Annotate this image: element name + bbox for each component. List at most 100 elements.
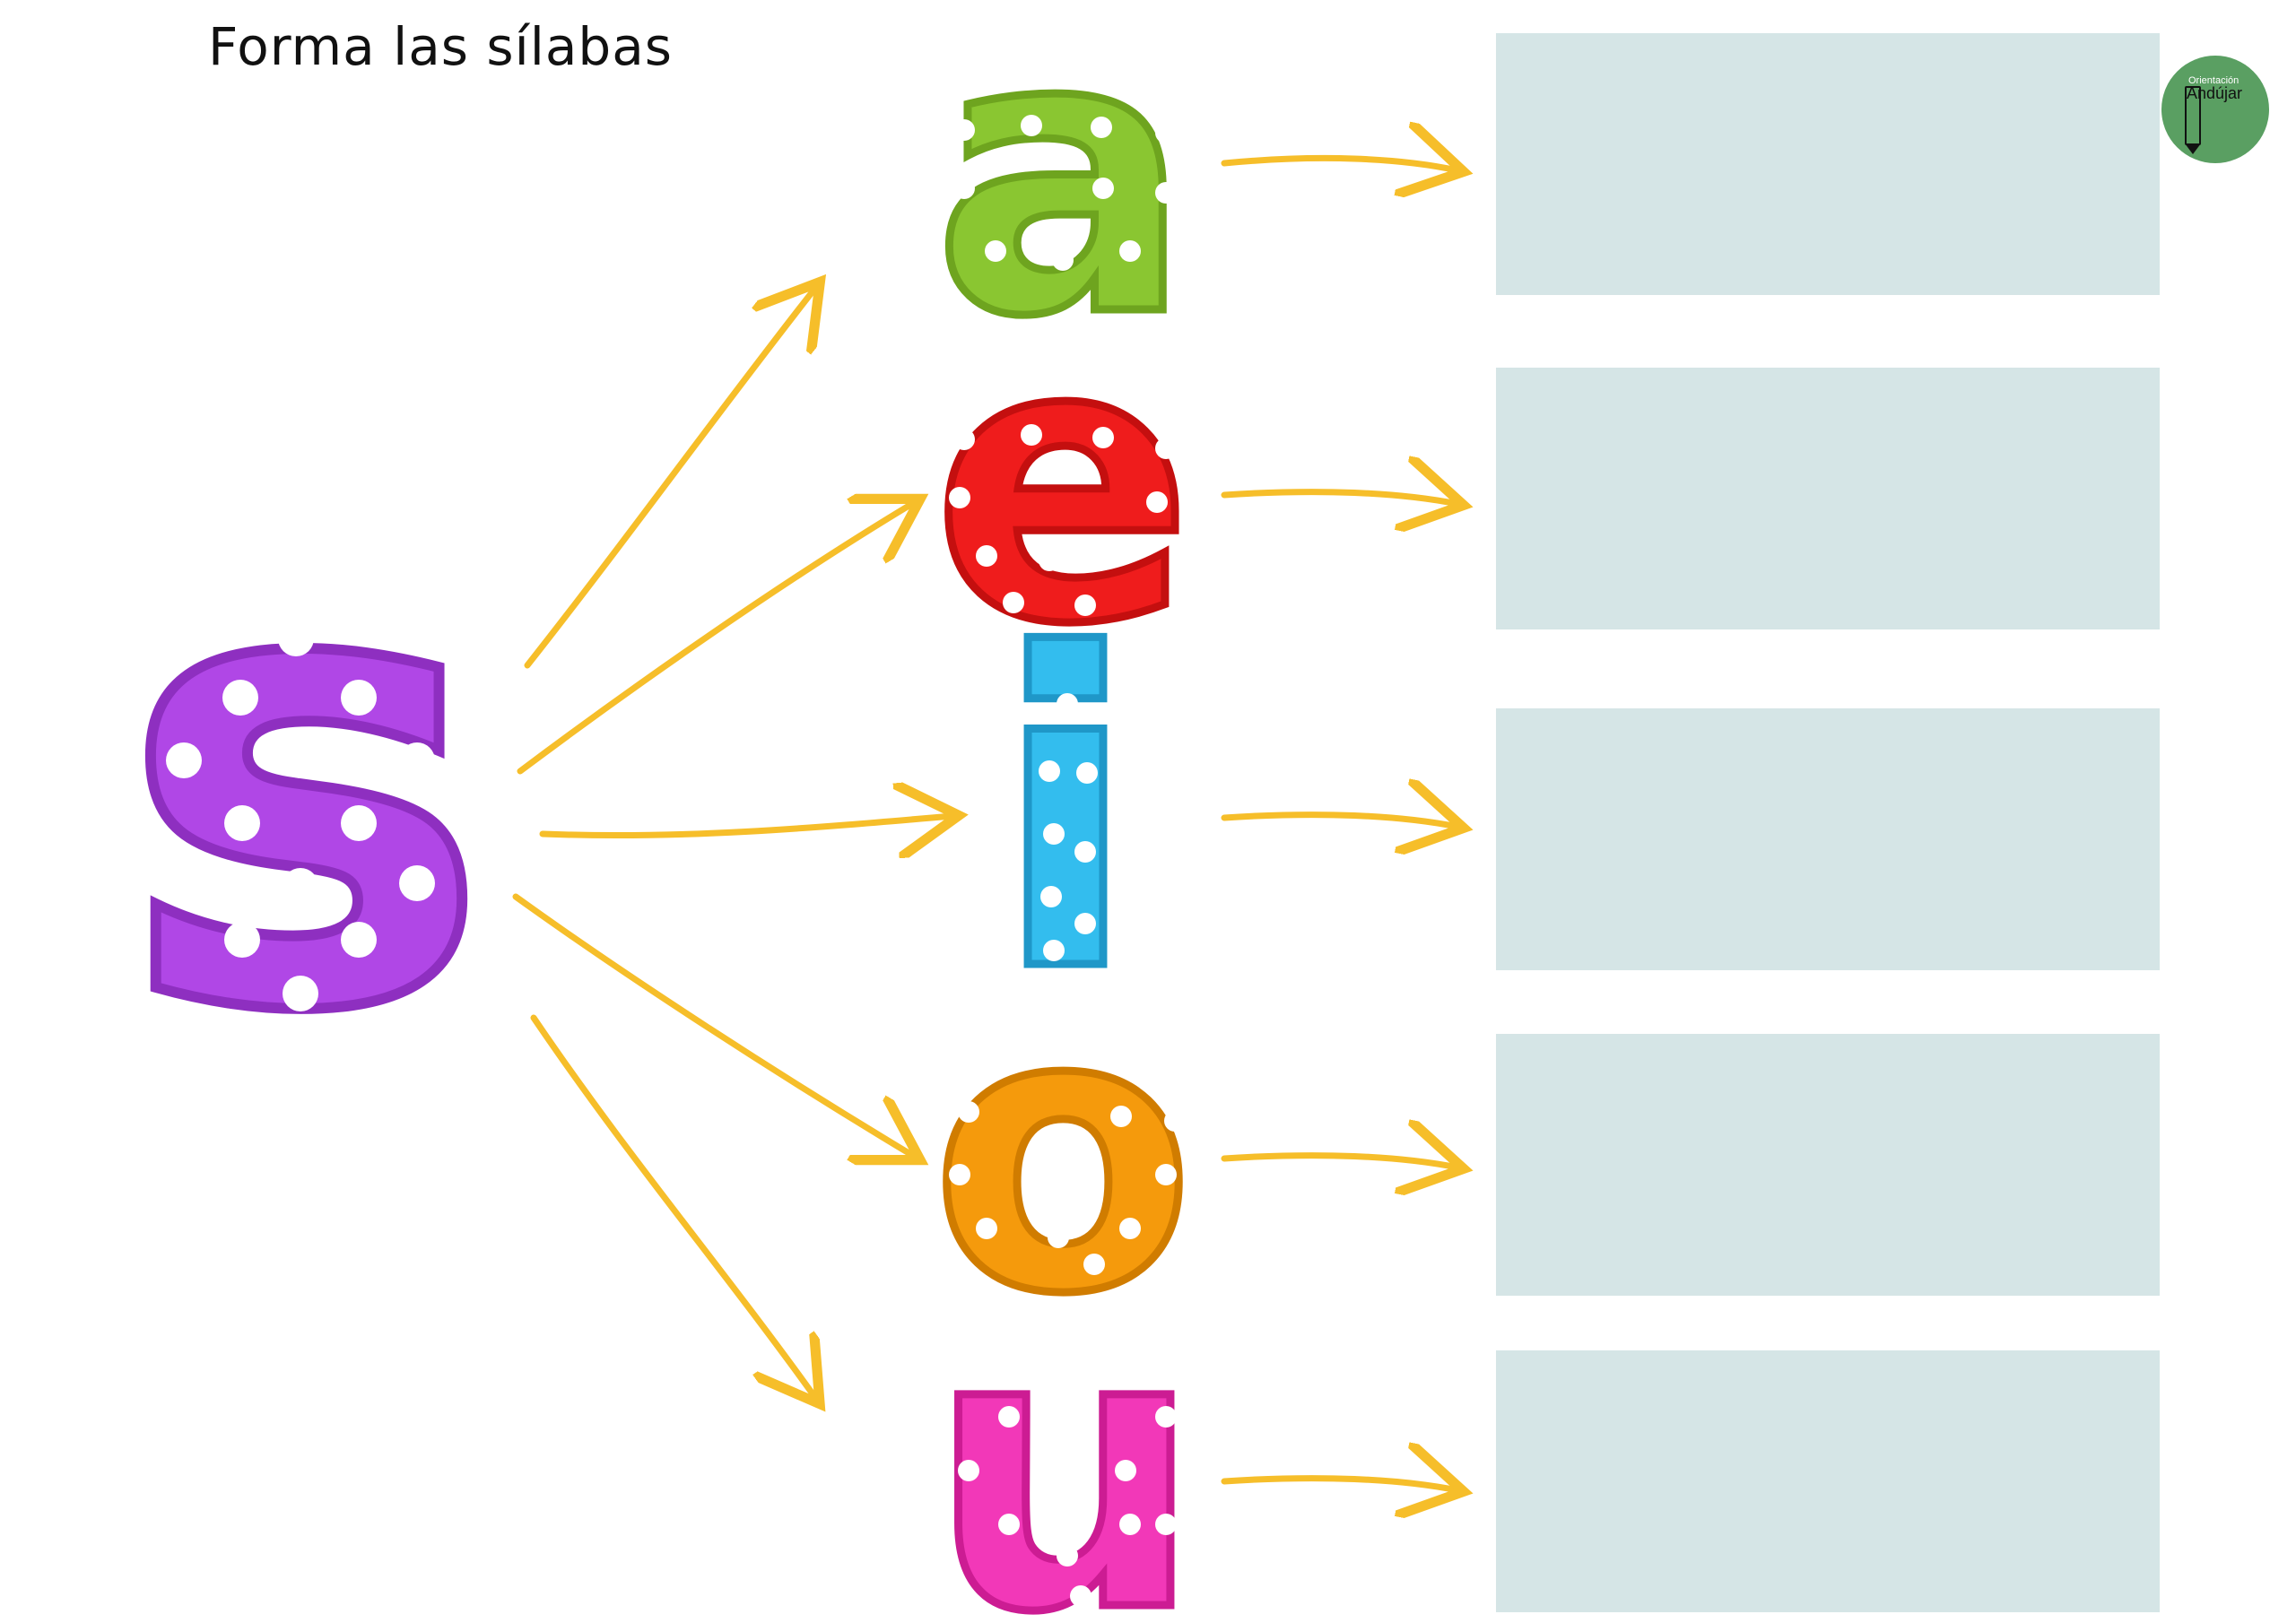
polka-dot (341, 805, 377, 841)
answer-box-4[interactable] (1496, 1034, 2160, 1296)
answer-arrows (1221, 158, 1457, 1490)
polka-dot (1155, 1164, 1177, 1185)
polka-dot (1065, 370, 1087, 392)
polka-dot (1021, 115, 1042, 136)
polka-dot (1083, 1254, 1105, 1275)
arrow-s-to-a (524, 287, 816, 669)
answer-box-3[interactable] (1496, 708, 2160, 970)
letter-i: i (992, 565, 1140, 1066)
answer-box-2[interactable] (1496, 368, 2160, 629)
polka-dot (976, 1218, 997, 1239)
polka-dot (958, 1361, 979, 1383)
polka-dot (1155, 438, 1177, 459)
arrow-e-to-box (1221, 492, 1457, 504)
polka-dot (399, 619, 435, 655)
arrow-o-to-box (1221, 1156, 1457, 1167)
polka-dot (1115, 1460, 1136, 1481)
polka-dot (976, 545, 997, 567)
polka-dot (1119, 1218, 1141, 1239)
polka-dot (1039, 550, 1060, 571)
polka-dot (399, 742, 435, 778)
polka-dot (222, 680, 258, 716)
polka-dot (998, 1514, 1020, 1535)
polka-dot (958, 1460, 979, 1481)
arrow-s-to-e (517, 502, 915, 775)
polka-dot (1040, 886, 1062, 907)
polka-dot (1155, 1406, 1177, 1428)
polka-dot (1003, 592, 1024, 613)
polka-dot (1003, 375, 1024, 396)
polka-dot (1003, 1047, 1024, 1069)
polka-dot (1076, 762, 1098, 784)
polka-dot (953, 178, 975, 199)
polka-dot (278, 621, 314, 656)
polka-dot (1057, 1545, 1078, 1567)
letter-o: o (930, 930, 1195, 1378)
polka-dot (958, 1101, 979, 1123)
fan-arrows (512, 287, 952, 1399)
letter-u: u (928, 1248, 1203, 1623)
polka-dot (1155, 182, 1177, 204)
letter-s: s (118, 418, 492, 1149)
polka-dot (224, 805, 260, 841)
arrow-u-to-box (1221, 1479, 1457, 1490)
polka-dot (1146, 491, 1168, 513)
polka-dot (1155, 1514, 1177, 1535)
polka-dot (953, 119, 975, 141)
answer-box-5[interactable] (1496, 1350, 2160, 1612)
polka-dot (1043, 823, 1065, 845)
polka-dot (224, 922, 260, 958)
polka-dot (283, 868, 318, 904)
logo: Orientación Andújar (2161, 56, 2269, 163)
polka-dot (1074, 841, 1096, 863)
polka-dot (1057, 693, 1078, 715)
polka-dot (166, 868, 202, 904)
arrow-a-to-box (1221, 158, 1457, 170)
polka-dot (1110, 1106, 1132, 1127)
arrow-s-to-o (512, 893, 915, 1157)
polka-dot (1119, 63, 1141, 84)
arrow-s-to-i (539, 816, 952, 836)
polka-dot (1070, 1585, 1091, 1607)
polka-dot (1155, 122, 1177, 143)
polka-dot (1074, 595, 1096, 616)
polka-dot (985, 240, 1006, 262)
polka-dots (166, 59, 1186, 1607)
polka-dot (998, 1406, 1020, 1428)
polka-dot (1119, 384, 1141, 405)
logo-line-1: Orientación (2188, 75, 2239, 86)
polka-dot (1092, 427, 1114, 448)
polka-dot (166, 742, 202, 778)
polka-dot (1039, 760, 1060, 782)
polka-dot (949, 1164, 970, 1185)
polka-dot (341, 922, 377, 958)
arrow-i-to-box (1221, 815, 1457, 827)
polka-dot (1124, 1052, 1145, 1073)
page-title: Forma las sílabas (208, 16, 673, 77)
polka-dot (1164, 1110, 1186, 1132)
polka-dot (1119, 1514, 1141, 1535)
polka-dot (1052, 249, 1074, 271)
polka-dot (341, 680, 377, 716)
polka-dot (1048, 1227, 1069, 1248)
polka-dot (985, 61, 1006, 82)
answer-box-1[interactable] (1496, 33, 2160, 295)
consonant-letter: s (113, 412, 498, 1154)
letter-e: e (932, 260, 1194, 708)
polka-dot (399, 865, 435, 901)
polka-dot (1052, 59, 1074, 81)
polka-dot (1119, 240, 1141, 262)
polka-dot (1092, 178, 1114, 199)
polka-dot (953, 429, 975, 450)
polka-dot (1091, 117, 1112, 138)
polka-dot (1021, 424, 1042, 446)
polka-dot (1043, 940, 1065, 961)
polka-dot (283, 976, 318, 1011)
polka-dot (949, 487, 970, 508)
polka-dot (1110, 541, 1132, 562)
polka-dot (1074, 913, 1096, 934)
pencil-icon (2185, 86, 2201, 145)
polka-dot (1110, 1361, 1132, 1383)
arrow-s-to-u (530, 1014, 816, 1399)
